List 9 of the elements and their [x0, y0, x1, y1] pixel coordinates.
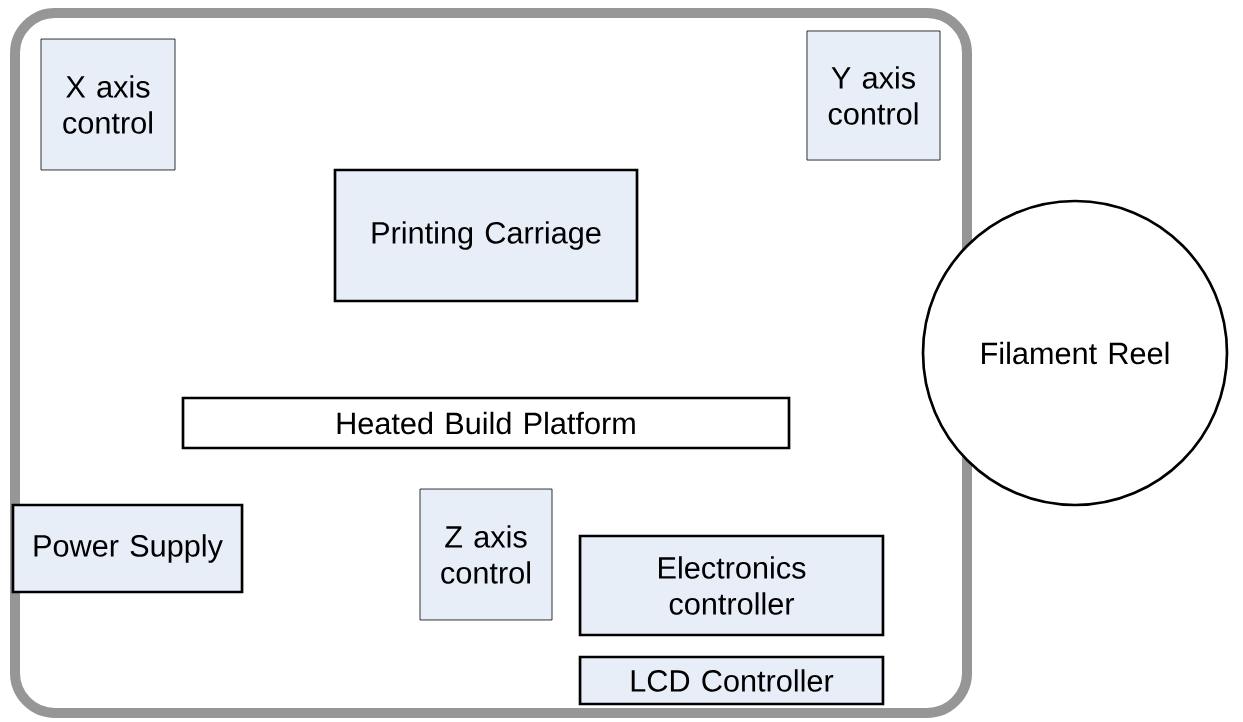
component-box: Electronics controller — [578, 534, 885, 637]
node-label: Filament Reel — [982, 341, 1169, 365]
component-box: Power Supply — [11, 503, 244, 594]
component-box: LCD Controller — [578, 655, 885, 706]
control-box: X axis control — [40, 38, 176, 171]
control-box: Z axis control — [419, 488, 553, 621]
component-box: Heated Build Platform — [181, 396, 791, 450]
control-box: Y axis control — [806, 30, 941, 161]
component-box: Printing Carriage — [333, 168, 639, 303]
